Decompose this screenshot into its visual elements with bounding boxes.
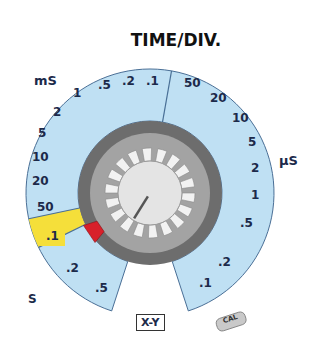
knob-ridge xyxy=(142,148,151,161)
range-divider xyxy=(163,71,172,122)
knob-ridge xyxy=(105,197,119,208)
scale-value: 50 xyxy=(184,77,201,89)
range-divider xyxy=(39,225,86,248)
scale-value: 2 xyxy=(53,106,61,118)
scale-value: .1 xyxy=(46,230,59,242)
mode-label: X-Y xyxy=(141,317,160,328)
knob-ridge xyxy=(105,184,119,193)
scale-value: 5 xyxy=(38,127,46,139)
scale-value: 10 xyxy=(232,112,249,124)
scale-value: 50 xyxy=(37,201,54,213)
knob xyxy=(78,121,247,332)
knob-cap xyxy=(118,161,182,225)
xy-box: X-Y xyxy=(136,314,165,331)
unit-label: mS xyxy=(34,74,57,87)
knob-ridge xyxy=(180,178,194,189)
scale-value: .1 xyxy=(199,277,212,289)
knob-ridge xyxy=(148,225,157,238)
scale-value: 20 xyxy=(32,175,49,187)
scale-value: .2 xyxy=(66,262,79,274)
scale-value: .1 xyxy=(146,75,159,87)
scale-value: 10 xyxy=(32,151,49,163)
knob-ridge xyxy=(133,223,144,238)
index-marker xyxy=(83,221,104,242)
scale-value: .2 xyxy=(218,256,231,268)
scale-value: .5 xyxy=(95,282,108,294)
knob-skirt xyxy=(78,121,222,265)
range-divider xyxy=(29,208,80,219)
scale-value: 1 xyxy=(73,87,81,99)
scale-value: .5 xyxy=(240,217,253,229)
selected-value: .1 xyxy=(40,226,65,246)
selected-band xyxy=(29,208,86,247)
scale-ring xyxy=(26,69,274,311)
knob-ridge xyxy=(156,149,167,164)
scale-value: .5 xyxy=(98,79,111,91)
knob-ridge xyxy=(181,193,195,202)
pointer-line xyxy=(134,196,148,218)
scale-value: 2 xyxy=(251,162,259,174)
dial-title: TIME/DIV. xyxy=(131,32,222,49)
scale-value: 5 xyxy=(248,136,256,148)
unit-label: S xyxy=(28,293,37,305)
cal-tag xyxy=(215,311,248,333)
knob-face xyxy=(90,133,210,253)
scale-value: 20 xyxy=(210,92,227,104)
unit-label: µS xyxy=(279,154,298,167)
scale-band xyxy=(26,69,274,311)
scale-value: .2 xyxy=(122,75,135,87)
scale-value: 1 xyxy=(251,189,259,201)
